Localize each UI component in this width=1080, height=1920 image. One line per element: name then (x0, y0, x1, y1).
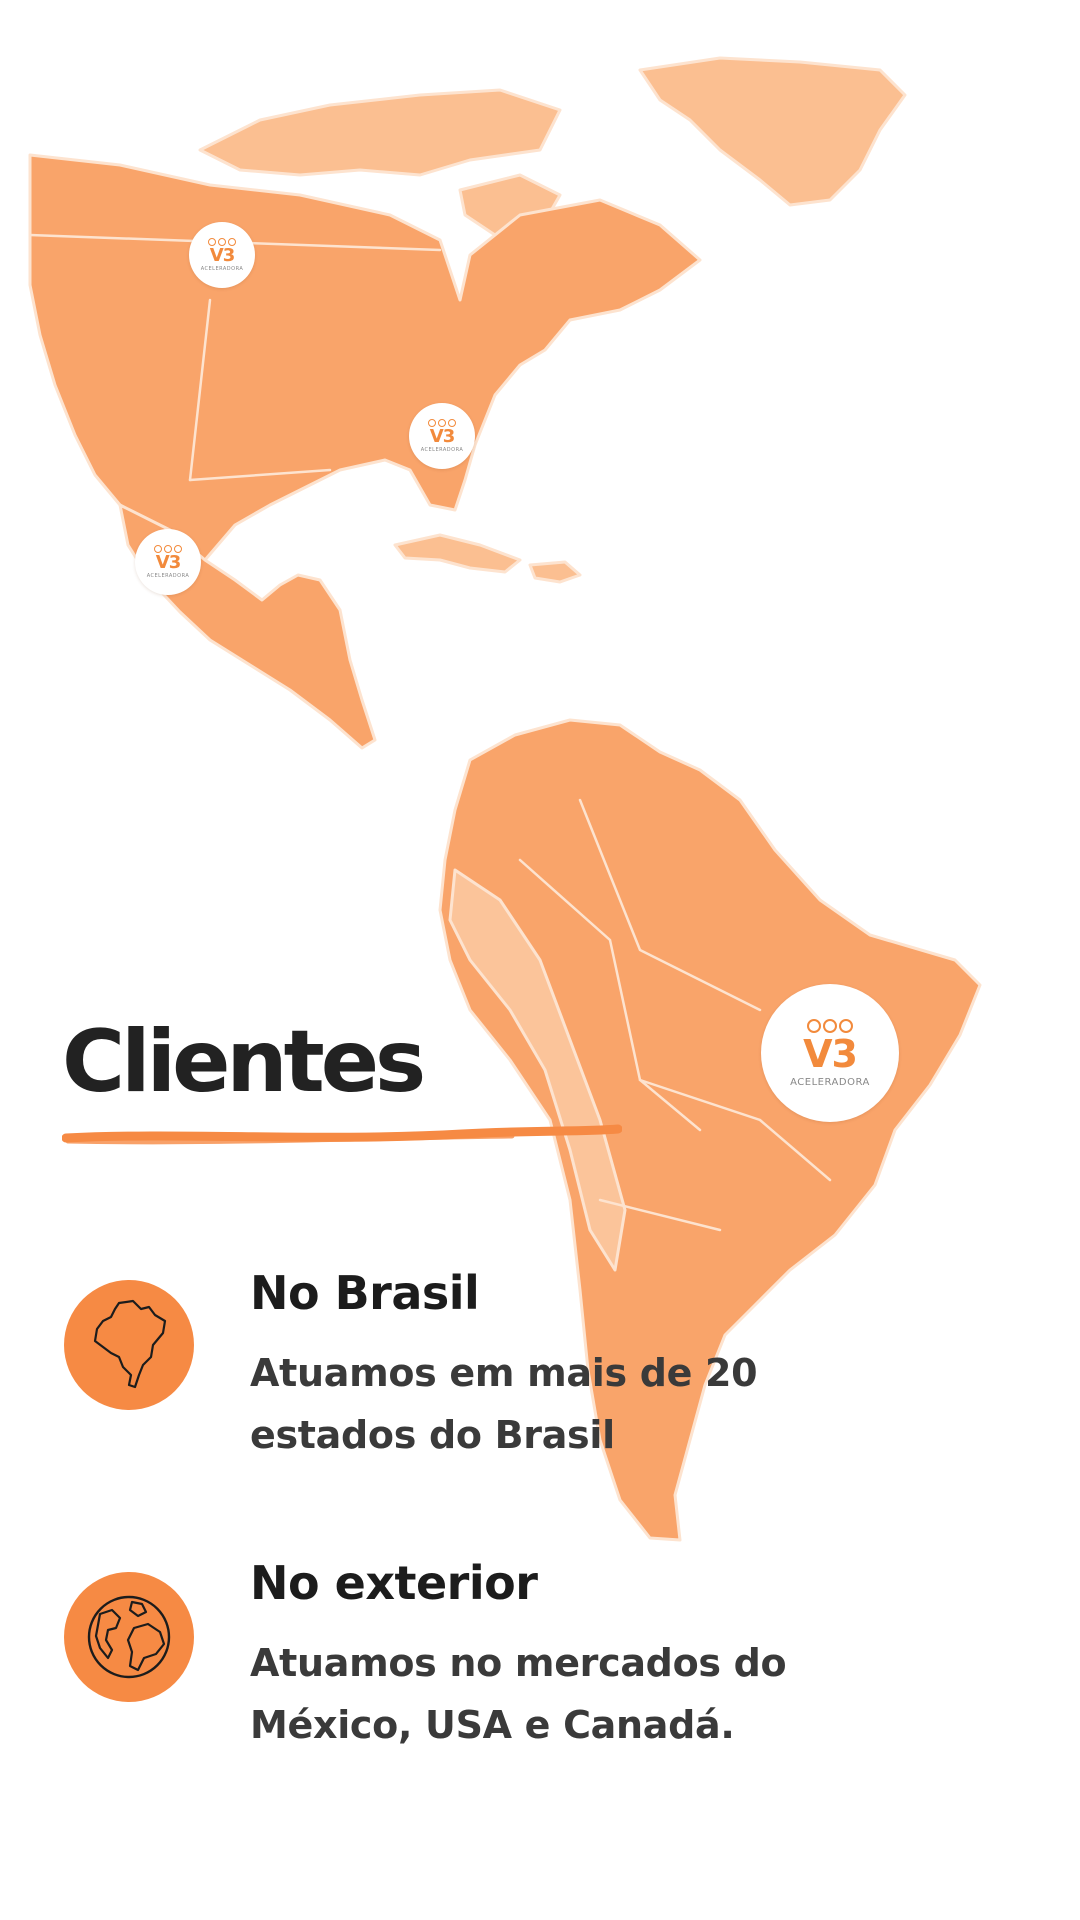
brazil-map-icon (93, 1299, 167, 1389)
title-underline (62, 1124, 622, 1145)
badge-tag: ACELERADORA (420, 447, 464, 453)
badge-rings-icon (807, 1018, 853, 1033)
badge-rings-icon (428, 419, 456, 427)
page-title: Clientes (62, 1012, 426, 1112)
item-text-exterior-line2: México, USA e Canadá. (250, 1703, 735, 1747)
south-america-shape (438, 718, 982, 1542)
globe-icon-circle (64, 1572, 194, 1702)
v3-badge-brazil: V3 ACELERADORA (761, 984, 899, 1122)
item-title-exterior: No exterior (250, 1556, 538, 1610)
arctic-islands-shape (198, 88, 562, 177)
globe-icon (87, 1595, 171, 1679)
v3-badge-mexico: V3 ACELERADORA (135, 529, 201, 595)
badge-tag: ACELERADORA (790, 1076, 870, 1088)
item-text-brasil-line2: estados do Brasil (250, 1413, 615, 1457)
badge-rings-icon (208, 238, 236, 246)
badge-mark: V3 (155, 552, 181, 573)
badge-mark: V3 (803, 1031, 858, 1076)
badge-tag: ACELERADORA (200, 266, 244, 272)
item-title-brasil: No Brasil (250, 1266, 480, 1320)
item-text-exterior-line1: Atuamos no mercados do (250, 1641, 787, 1685)
badge-tag: ACELERADORA (146, 573, 190, 579)
andes-region-shape (448, 868, 627, 1272)
badge-mark: V3 (429, 426, 455, 447)
item-text-brasil-line1: Atuamos em mais de 20 (250, 1351, 758, 1395)
brazil-icon-circle (64, 1280, 194, 1410)
badge-rings-icon (154, 545, 182, 553)
greenland-shape (638, 56, 907, 207)
v3-badge-usa: V3 ACELERADORA (409, 403, 475, 469)
caribbean-island-small (528, 560, 582, 584)
badge-mark: V3 (209, 245, 235, 266)
caribbean-islands-shape (393, 533, 522, 574)
v3-badge-canada: V3 ACELERADORA (189, 222, 255, 288)
